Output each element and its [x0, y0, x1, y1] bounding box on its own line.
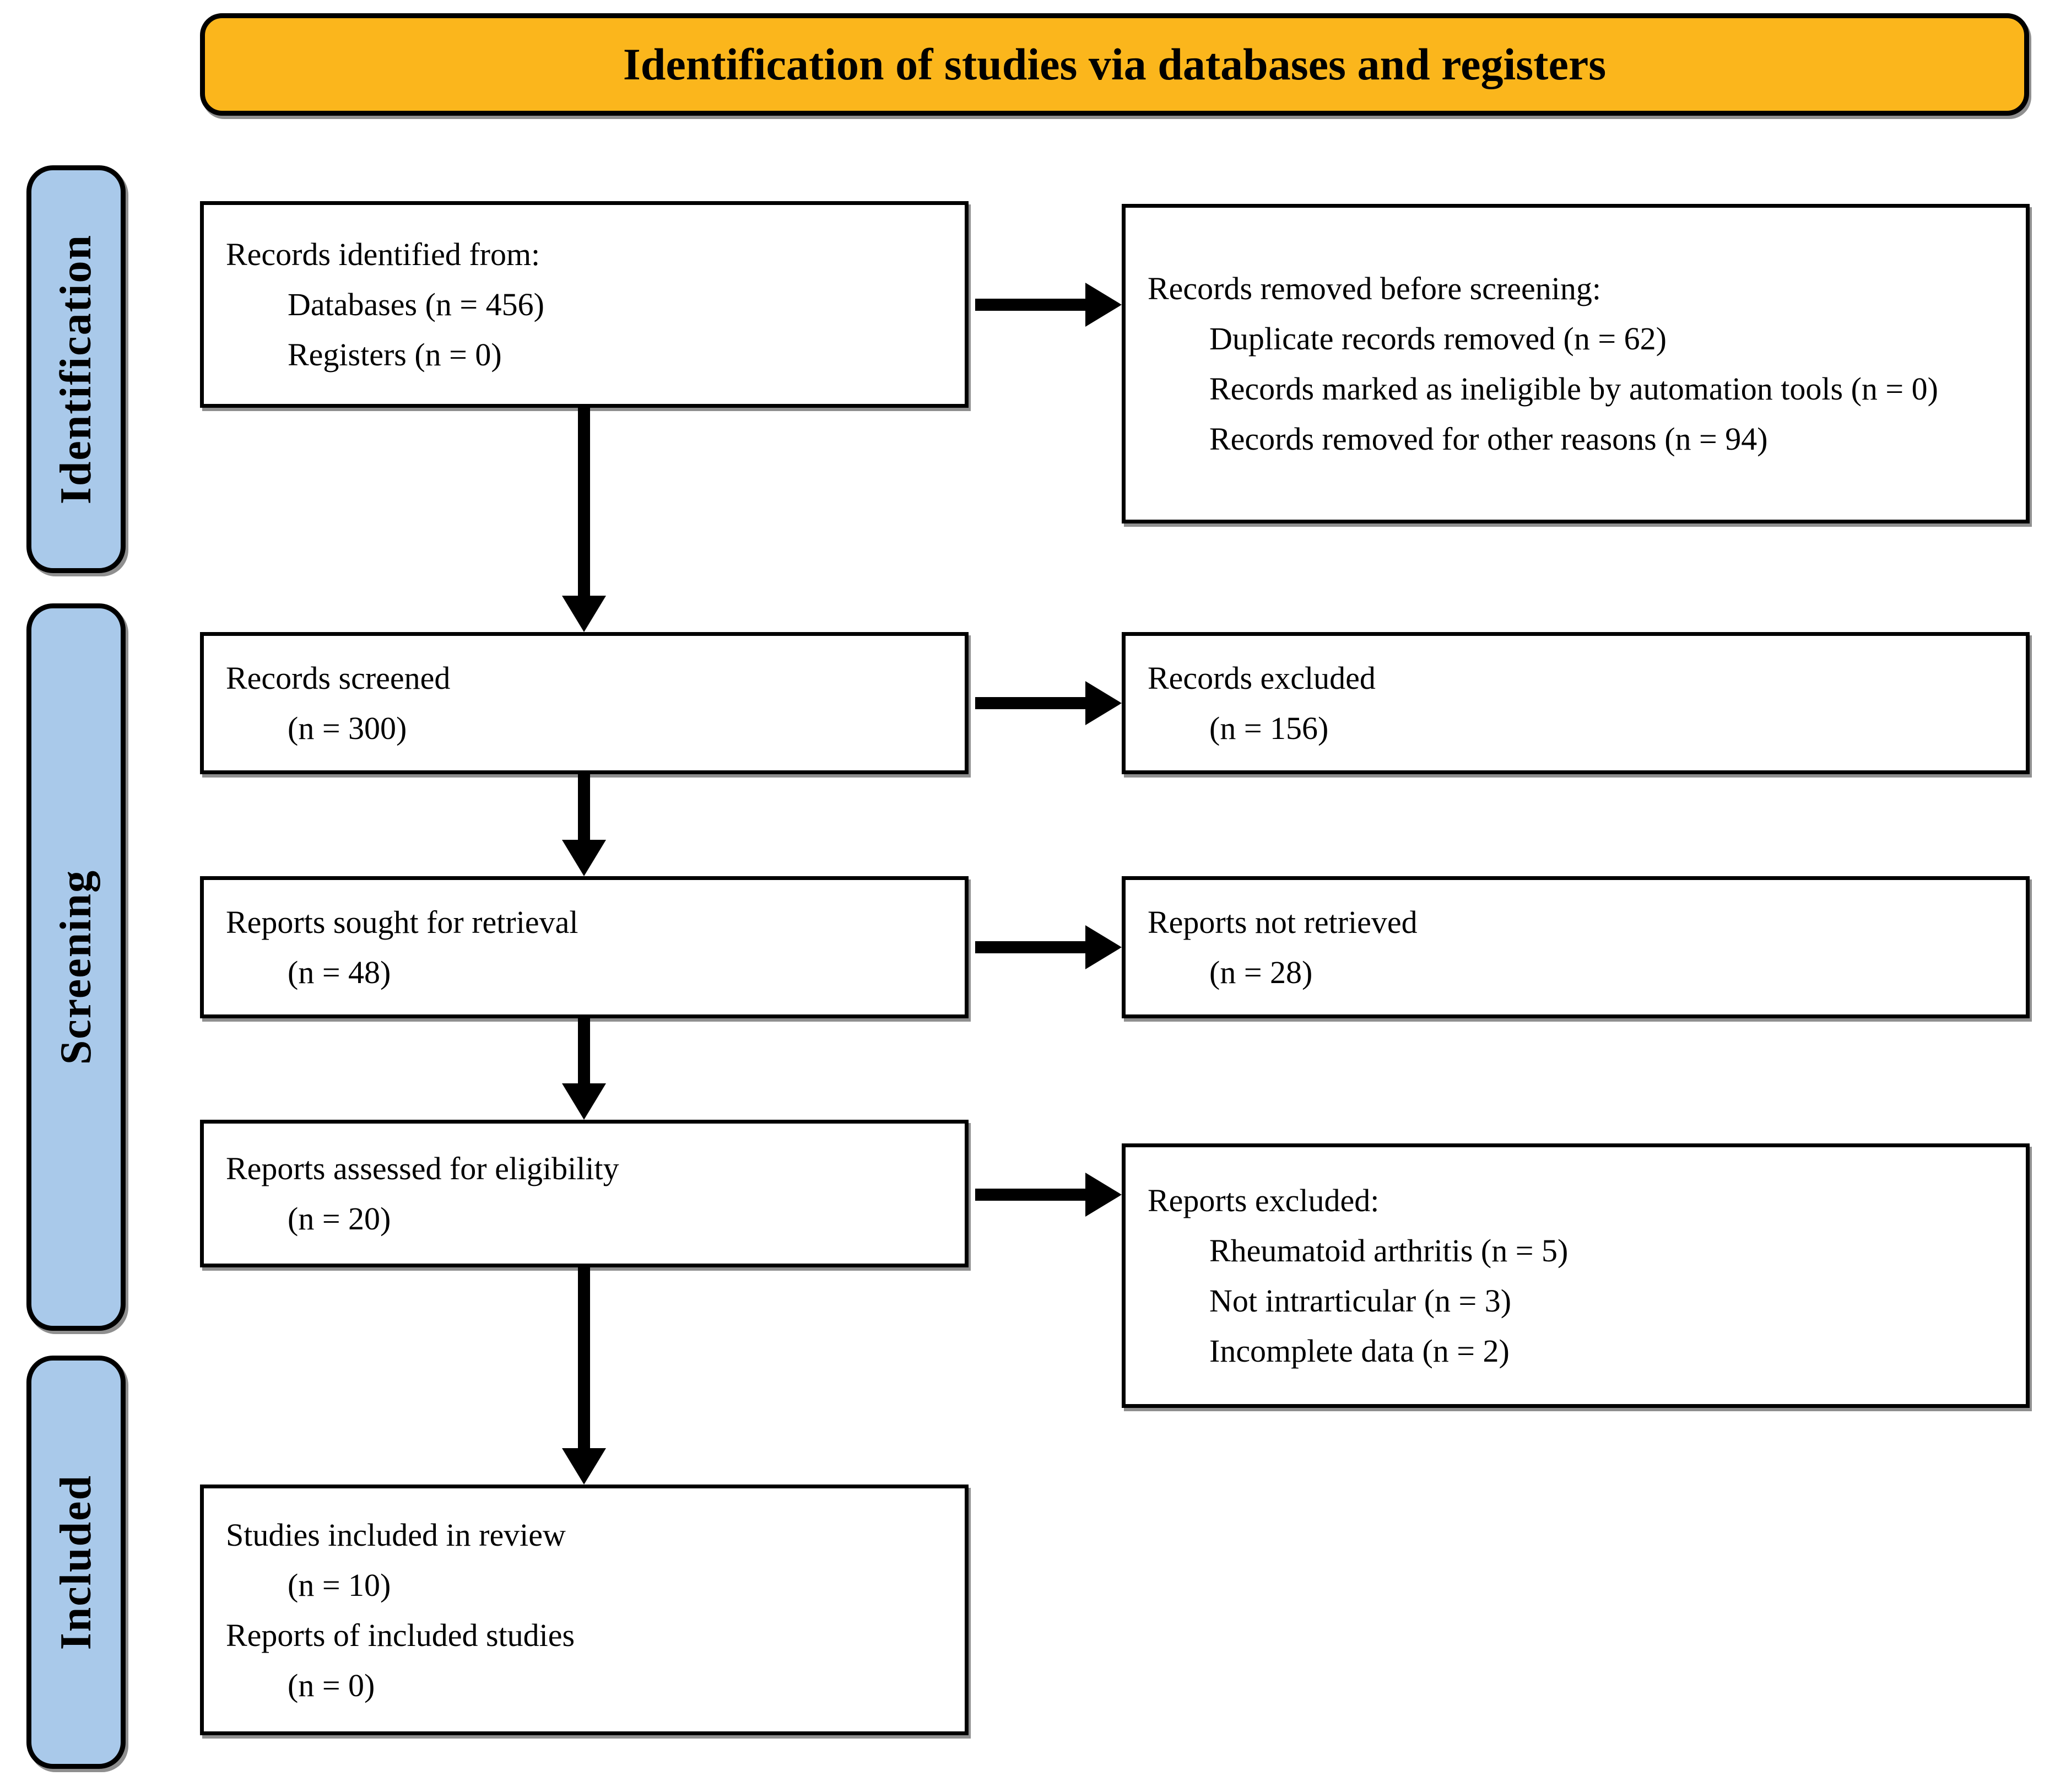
box-line: Reports of included studies	[226, 1617, 575, 1653]
arrow-stem	[578, 1018, 590, 1086]
box-line: Reports assessed for eligibility	[226, 1151, 619, 1186]
arrow-head	[562, 596, 606, 632]
box-line: Studies included in review	[226, 1516, 566, 1553]
box-line: Records removed for other reasons (n = 9…	[1209, 421, 1768, 457]
box-line: Records screened	[226, 660, 451, 696]
arrow-head	[1085, 1173, 1122, 1217]
box-reports-excluded: Reports excluded: Rheumatoid arthritis (…	[1122, 1143, 2030, 1408]
box-line: Registers (n = 0)	[288, 337, 502, 373]
box-records-excluded: Records excluded (n = 156)	[1122, 632, 2030, 774]
box-line: Records identified from:	[226, 236, 540, 272]
arrow-stem	[578, 408, 590, 598]
arrow-head	[1085, 283, 1122, 327]
arrow-head	[1085, 925, 1122, 969]
box-line: Reports excluded:	[1148, 1183, 1380, 1218]
arrow-stem	[975, 697, 1088, 709]
arrow-stem	[975, 941, 1088, 953]
arrow-stem	[578, 1267, 590, 1450]
box-records-removed: Records removed before screening: Duplic…	[1122, 204, 2030, 523]
stage-identification-label: Identification	[51, 234, 100, 505]
box-line: Rheumatoid arthritis (n = 5)	[1209, 1233, 1569, 1269]
box-line: (n = 28)	[1209, 954, 1313, 990]
box-records-identified: Records identified from: Databases (n = …	[200, 201, 969, 408]
box-reports-assessed: Reports assessed for eligibility (n = 20…	[200, 1120, 969, 1267]
box-line: Records marked as ineligible by automati…	[1209, 371, 1938, 407]
box-line: (n = 156)	[1209, 710, 1329, 746]
arrow-head	[1085, 681, 1122, 725]
diagram-title-banner: Identification of studies via databases …	[200, 13, 2029, 116]
stage-included-label: Included	[51, 1474, 100, 1650]
stage-screening-label: Screening	[51, 869, 100, 1065]
box-line: (n = 300)	[288, 710, 407, 746]
box-line: (n = 20)	[288, 1201, 391, 1237]
box-line: Reports not retrieved	[1148, 904, 1418, 940]
box-line: (n = 10)	[288, 1567, 391, 1603]
stage-screening: Screening	[26, 603, 126, 1331]
arrow-stem	[975, 1189, 1088, 1201]
arrow-head	[562, 1083, 606, 1120]
box-line: Records removed before screening:	[1148, 271, 1601, 306]
arrow-stem	[975, 299, 1088, 311]
stage-identification: Identification	[26, 165, 126, 573]
box-line: Duplicate records removed (n = 62)	[1209, 321, 1667, 357]
box-line: (n = 48)	[288, 954, 391, 990]
box-reports-not-retrieved: Reports not retrieved (n = 28)	[1122, 876, 2030, 1018]
box-line: Incomplete data (n = 2)	[1209, 1333, 1510, 1369]
box-line: (n = 0)	[288, 1667, 375, 1703]
box-records-screened: Records screened (n = 300)	[200, 632, 969, 774]
box-line: Databases (n = 456)	[288, 287, 544, 322]
arrow-stem	[578, 774, 590, 843]
diagram-title: Identification of studies via databases …	[623, 39, 1607, 89]
box-line: Not intrarticular (n = 3)	[1209, 1283, 1512, 1319]
box-line: Records excluded	[1148, 660, 1376, 696]
box-reports-sought: Reports sought for retrieval (n = 48)	[200, 876, 969, 1018]
stage-included: Included	[26, 1356, 126, 1769]
arrow-head	[562, 1448, 606, 1485]
box-line: Reports sought for retrieval	[226, 904, 578, 940]
arrow-head	[562, 840, 606, 876]
box-studies-included: Studies included in review (n = 10) Repo…	[200, 1485, 969, 1735]
